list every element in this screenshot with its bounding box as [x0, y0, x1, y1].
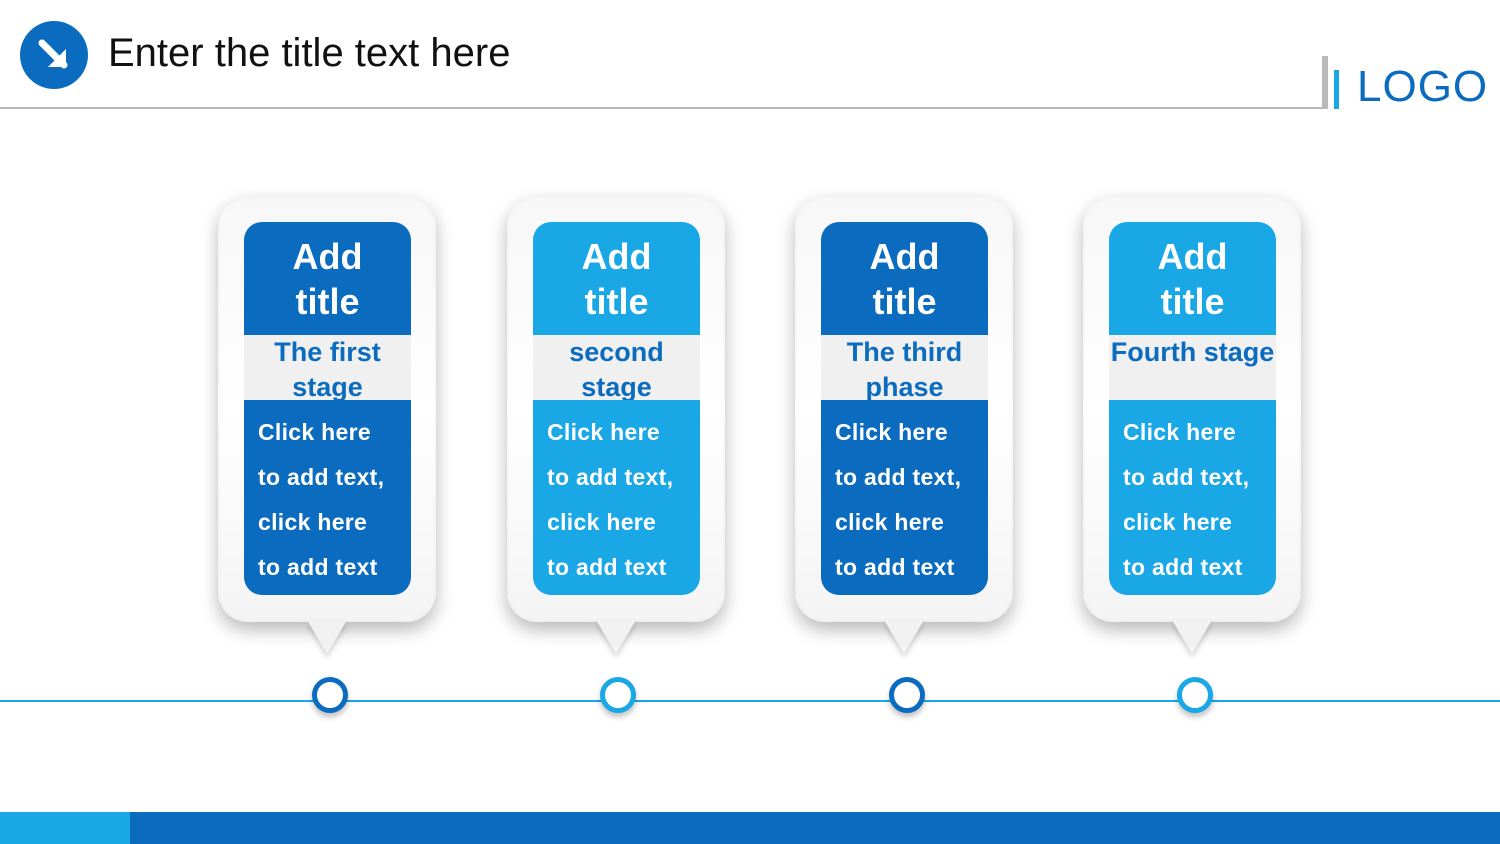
arrow-down-right-icon	[20, 21, 88, 89]
card-title-block[interactable]: Add title	[244, 222, 411, 335]
card-pointer	[596, 620, 636, 654]
timeline-node-1	[312, 677, 348, 713]
card-title: Add title	[869, 235, 940, 322]
card-stage-label[interactable]: second stage	[533, 335, 700, 400]
card-stage-label[interactable]: The third phase	[821, 335, 988, 400]
card-title-block[interactable]: Add title	[1109, 222, 1276, 335]
card-title: Add title	[1157, 235, 1228, 322]
timeline-node-2	[600, 677, 636, 713]
timeline-node-3	[889, 677, 925, 713]
card-body-text[interactable]: Click here to add text, click here to ad…	[533, 400, 700, 595]
card-stage-label[interactable]: Fourth stage	[1109, 335, 1276, 400]
timeline-line	[0, 700, 1500, 702]
card-title: Add title	[292, 235, 363, 322]
card-body-text[interactable]: Click here to add text, click here to ad…	[821, 400, 988, 595]
stage-card-1[interactable]: Add title The first stage Click here to …	[218, 196, 436, 654]
card-pointer	[884, 620, 924, 654]
logo: LOGO	[1357, 62, 1489, 111]
page-title[interactable]: Enter the title text here	[108, 31, 511, 75]
arrow-down-right-glyph	[38, 39, 68, 69]
card-title-block[interactable]: Add title	[821, 222, 988, 335]
footer-accent-bar	[0, 812, 130, 844]
card-panel: Add title The first stage Click here to …	[244, 222, 411, 595]
header-divider	[0, 107, 1322, 109]
footer-bar	[130, 812, 1500, 844]
card-pointer	[307, 620, 347, 654]
card-body-text[interactable]: Click here to add text, click here to ad…	[244, 400, 411, 595]
timeline-node-4	[1177, 677, 1213, 713]
stage-card-2[interactable]: Add title second stage Click here to add…	[507, 196, 725, 654]
logo-divider	[1322, 56, 1328, 109]
card-body-text[interactable]: Click here to add text, click here to ad…	[1109, 400, 1276, 595]
card-title-block[interactable]: Add title	[533, 222, 700, 335]
card-pointer	[1172, 620, 1212, 654]
stage-card-3[interactable]: Add title The third phase Click here to …	[795, 196, 1013, 654]
card-stage-label[interactable]: The first stage	[244, 335, 411, 400]
stage-card-4[interactable]: Add title Fourth stage Click here to add…	[1083, 196, 1301, 654]
card-panel: Add title second stage Click here to add…	[533, 222, 700, 595]
logo-accent-bar	[1334, 70, 1339, 109]
card-panel: Add title The third phase Click here to …	[821, 222, 988, 595]
card-panel: Add title Fourth stage Click here to add…	[1109, 222, 1276, 595]
card-title: Add title	[581, 235, 652, 322]
